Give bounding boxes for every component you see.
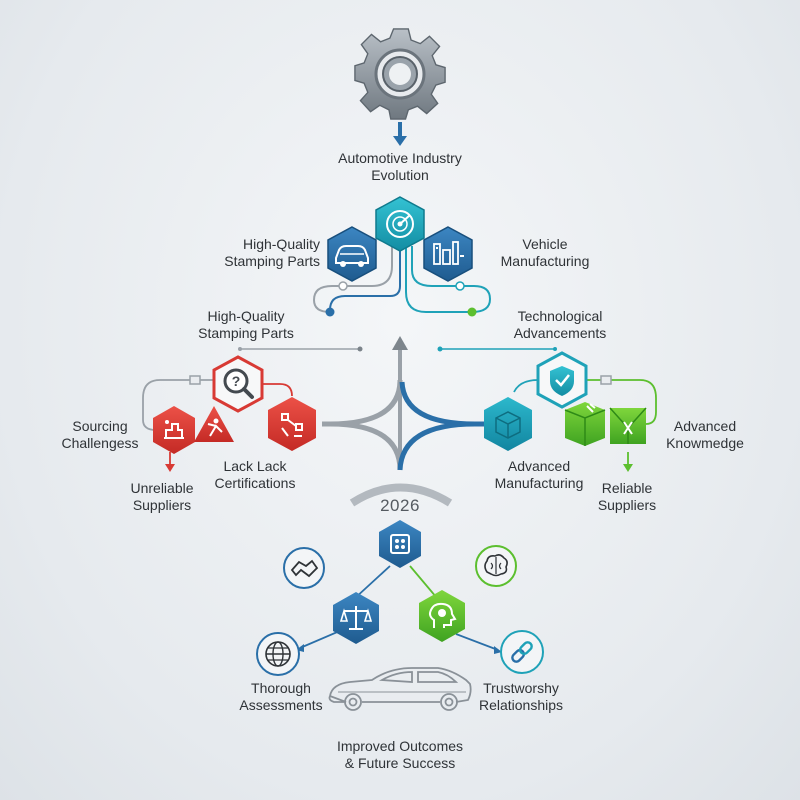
- warning-fall-icon: [194, 406, 234, 442]
- sourcing-label-line2: Challengess: [61, 435, 139, 451]
- left-divider: [238, 346, 363, 352]
- thorough-label-line2: Assessments: [239, 697, 323, 713]
- trust-label: Trustworshy Relationships: [466, 680, 576, 714]
- chip-icon: [379, 520, 421, 568]
- connector-node: [325, 307, 335, 317]
- year-arch: [349, 483, 453, 507]
- outcome-label-line1: Improved Outcomes: [336, 738, 464, 754]
- top-connectors: [312, 246, 492, 313]
- scales-icon: [333, 592, 379, 644]
- brain-icon: [475, 545, 517, 587]
- down-arrow-small: [623, 464, 633, 472]
- central-split-arrow: [322, 336, 490, 471]
- trust-label-line1: Trustworshy: [483, 680, 559, 696]
- unreliable-label: Unreliable Suppliers: [112, 480, 212, 514]
- left-connectors: [142, 375, 293, 466]
- top-right-label: Vehicle Manufacturing: [490, 236, 600, 270]
- green-cube-icon: [564, 402, 606, 446]
- top-right-label-line2: Manufacturing: [500, 253, 590, 269]
- car-icon: [327, 226, 377, 282]
- certifications-label: Lack Lack Certifications: [200, 458, 310, 492]
- manufacturing-label: Advanced Manufacturing: [484, 458, 594, 492]
- knowledge-label-line1: Advanced: [673, 418, 737, 434]
- factory-icon: [423, 226, 473, 282]
- unreliable-label-line2: Suppliers: [132, 497, 192, 513]
- connector-node: [338, 281, 348, 291]
- knowledge-label-line2: Knowmedge: [666, 435, 744, 451]
- year-label: 2026: [380, 496, 420, 515]
- down-arrow: [393, 122, 407, 146]
- handshake-icon: [283, 547, 325, 589]
- radar-icon: [375, 196, 425, 252]
- middle-right-heading-line1: Technological: [517, 308, 603, 324]
- outcome-label-line2: & Future Success: [344, 755, 456, 771]
- reliable-label: Reliable Suppliers: [582, 480, 672, 514]
- reliable-label-line2: Suppliers: [597, 497, 657, 513]
- shield-check-icon: [536, 351, 588, 409]
- head-idea-icon: [419, 590, 465, 642]
- top-right-label-line1: Vehicle: [522, 236, 568, 252]
- sourcing-label: Sourcing Challengess: [50, 418, 150, 452]
- middle-left-heading-line2: Stamping Parts: [198, 325, 294, 341]
- top-left-label: High-Quality Stamping Parts: [200, 236, 320, 270]
- magnifier-question-icon: ?: [212, 355, 264, 413]
- main-title-line1: Automotive Industry: [338, 150, 462, 166]
- sourcing-label-line1: Sourcing: [72, 418, 128, 434]
- manufacturing-label-line2: Manufacturing: [494, 475, 584, 491]
- chain-link-icon: [500, 630, 544, 674]
- green-cube-icon: [609, 407, 647, 444]
- sourcing-icon: [153, 406, 195, 454]
- trust-label-line2: Relationships: [478, 697, 564, 713]
- middle-right-heading-line2: Advancements: [513, 325, 607, 341]
- certifications-label-line1: Lack Lack: [223, 458, 287, 474]
- top-left-label-line1: High-Quality: [242, 236, 320, 252]
- knowledge-label: Advanced Knowmedge: [655, 418, 755, 452]
- connector-node: [455, 281, 465, 291]
- down-arrow-small: [165, 464, 175, 472]
- broken-chain-icon: [268, 397, 316, 451]
- thorough-label: Thorough Assessments: [226, 680, 336, 714]
- cube-icon: [484, 397, 532, 451]
- gear-icon: [354, 28, 446, 120]
- connector-node: [467, 307, 477, 317]
- bottom-connectors: [299, 565, 499, 651]
- main-title-line2: Evolution: [371, 167, 429, 183]
- manufacturing-label-line1: Advanced: [507, 458, 571, 474]
- certifications-label-line2: Certifications: [214, 475, 296, 491]
- thorough-label-line1: Thorough: [251, 680, 311, 696]
- globe-icon: [256, 632, 300, 676]
- reliable-label-line1: Reliable: [601, 480, 653, 496]
- middle-left-heading: High-Quality Stamping Parts: [186, 308, 306, 342]
- outcome-label: Improved Outcomes & Future Success: [320, 738, 480, 772]
- unreliable-label-line1: Unreliable: [130, 480, 194, 496]
- svg-text:?: ?: [232, 373, 241, 389]
- right-connectors: [513, 375, 657, 466]
- top-left-label-line2: Stamping Parts: [224, 253, 320, 269]
- sedan-icon: [328, 667, 472, 711]
- middle-left-heading-line1: High-Quality: [207, 308, 285, 324]
- main-title: Automotive Industry Evolution: [300, 150, 500, 184]
- right-divider: [437, 346, 557, 352]
- middle-right-heading: Technological Advancements: [500, 308, 620, 342]
